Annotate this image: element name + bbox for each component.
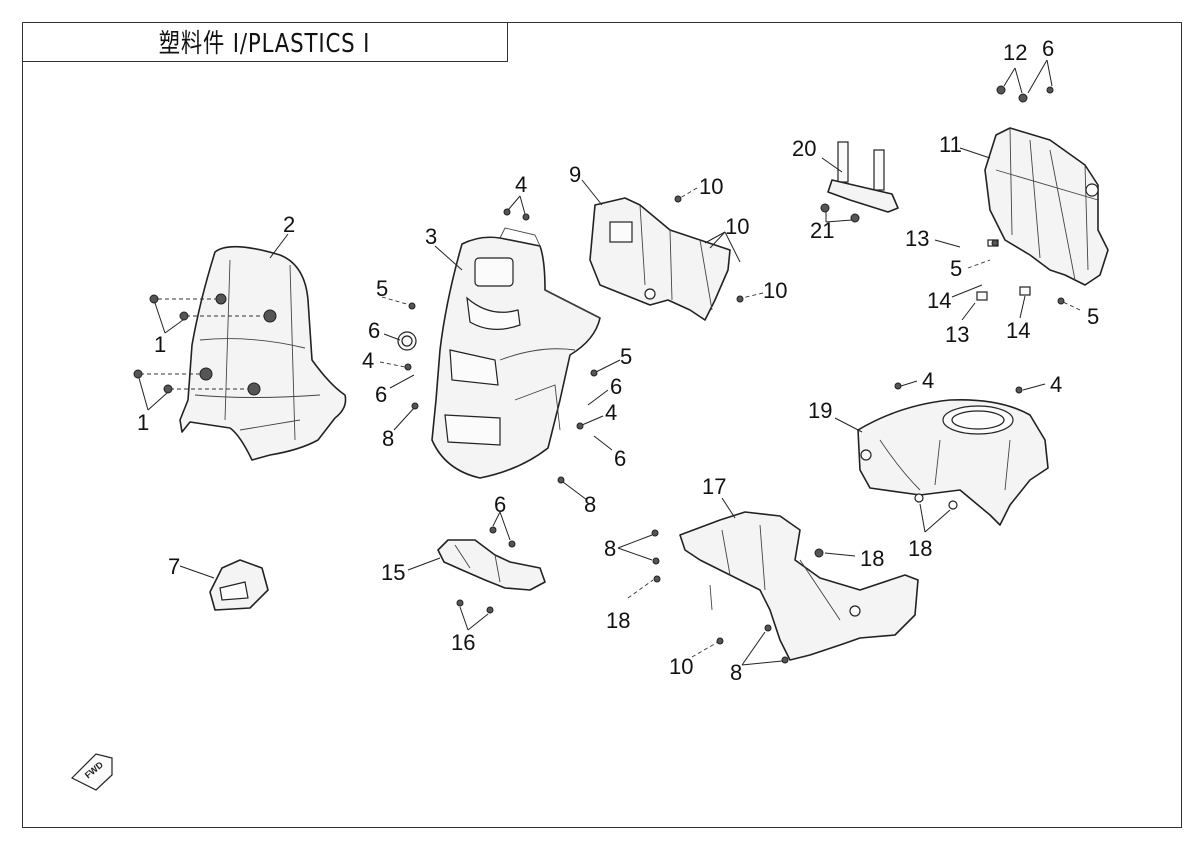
part-front-fascia [397,227,601,479]
callout-14: 14 [927,288,951,313]
callout-1: 1 [137,410,149,435]
callout-20: 20 [792,136,816,161]
callout-16: 16 [451,630,475,655]
callout-7: 7 [168,554,180,579]
callout-4: 4 [1050,372,1062,397]
callout-8: 8 [382,426,394,451]
callout-9: 9 [569,162,581,187]
callout-2: 2 [283,212,295,237]
callout-11: 11 [939,132,962,157]
callout-17: 17 [702,474,726,499]
callout-10: 10 [725,214,749,239]
callout-6: 6 [368,318,380,343]
callout-10: 10 [669,654,693,679]
part-windshield [133,245,347,461]
part-lower-frame [651,511,919,664]
callout-4: 4 [922,368,934,393]
part-lower-trim [437,526,546,614]
callout-13: 13 [945,322,969,347]
part-inner-panel [589,197,731,321]
callout-14: 14 [1006,318,1030,343]
callout-1: 1 [154,332,166,357]
callout-4: 4 [362,348,374,373]
callout-6: 6 [1042,36,1054,61]
callout-10: 10 [699,174,723,199]
callout-3: 3 [425,224,437,249]
callout-4: 4 [515,172,527,197]
callout-6: 6 [610,374,622,399]
callout-5: 5 [1087,304,1099,329]
callout-5: 5 [620,344,632,369]
callout-labels: 1 1 2 3 4 4 4 4 4 5 5 5 5 6 6 6 6 6 6 7 … [137,36,1099,685]
part-bracket [820,141,899,223]
drawing-frame [22,22,1182,828]
callout-6: 6 [494,492,506,517]
callout-18: 18 [860,546,884,571]
part-small-cover [209,559,269,611]
callout-4: 4 [605,400,617,425]
callout-8: 8 [730,660,742,685]
callout-13: 13 [905,226,929,251]
callout-8: 8 [584,492,596,517]
callout-8: 8 [604,536,616,561]
callout-15: 15 [381,560,405,585]
callout-5: 5 [950,256,962,281]
callout-21: 21 [810,218,834,243]
title-block: 塑料件 Ⅰ/PLASTICS Ⅰ [22,22,508,62]
callout-18: 18 [908,536,932,561]
callout-6: 6 [375,382,387,407]
callout-5: 5 [376,276,388,301]
callout-10: 10 [763,278,787,303]
fwd-arrow-icon: FWD [70,753,113,791]
callout-12: 12 [1003,40,1027,65]
page-title: 塑料件 Ⅰ/PLASTICS Ⅰ [158,29,371,59]
part-dash-frame [976,85,1109,301]
part-rear-cover [857,382,1049,526]
callout-19: 19 [808,398,832,423]
callout-18: 18 [606,608,630,633]
callout-6: 6 [614,446,626,471]
